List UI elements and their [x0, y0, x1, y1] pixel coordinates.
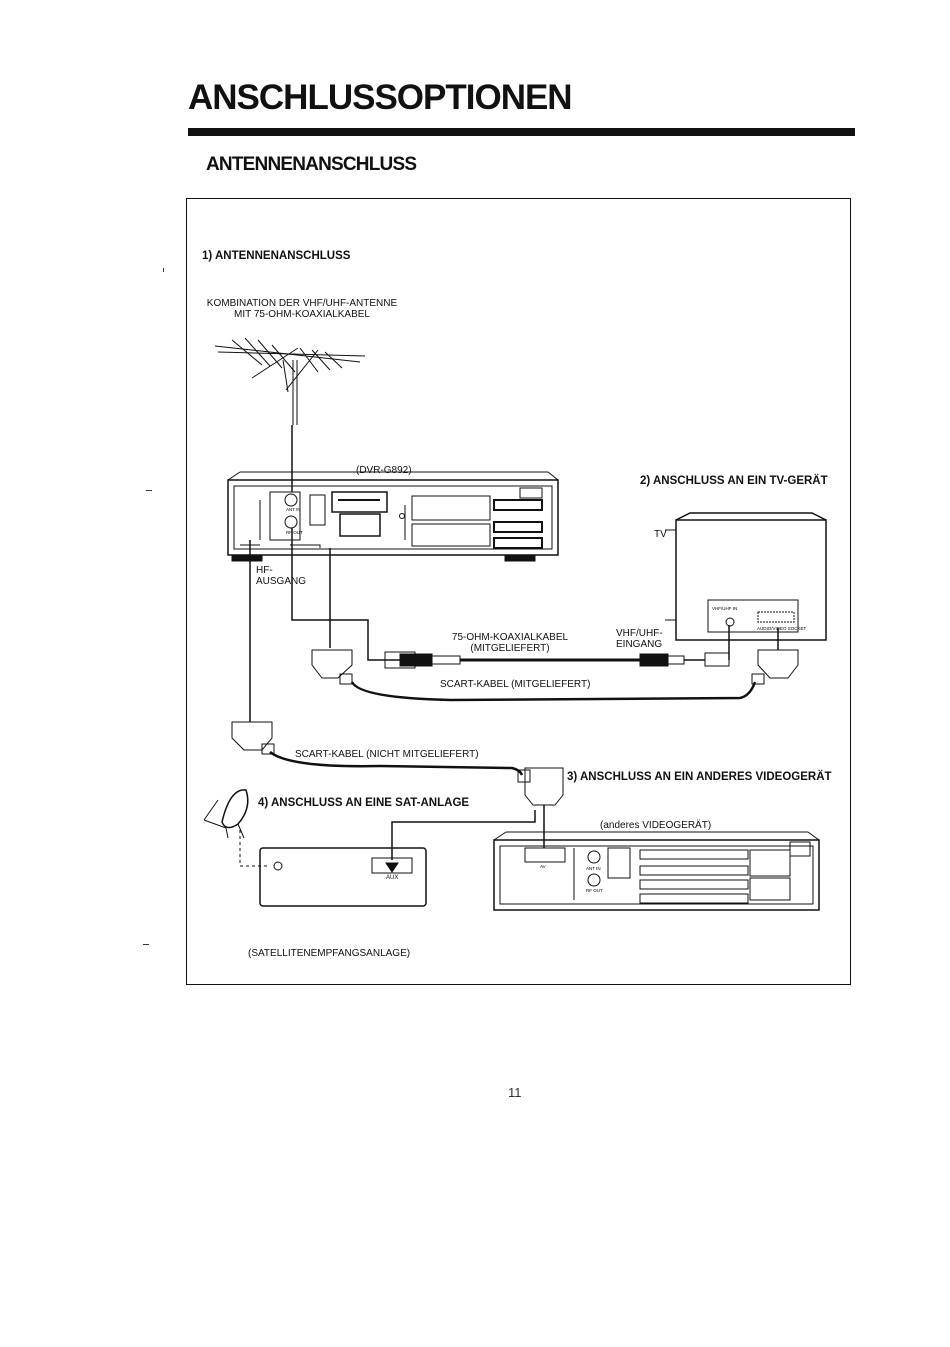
satellite-receiver — [259, 847, 427, 907]
coax-cable-line1: 75-OHM-KOAXIALKABEL — [451, 632, 569, 643]
vhf-input-label: VHF/UHF- EINGANG — [616, 628, 663, 650]
device-model-label: (DVR-G892) — [356, 465, 412, 476]
page-title: ANSCHLUSSOPTIONEN — [188, 78, 573, 117]
diagram-frame — [186, 198, 851, 985]
coax-cable-label: 75-OHM-KOAXIALKABEL (MITGELIEFERT) — [440, 632, 580, 654]
scan-speck — [163, 268, 164, 272]
scart-plug-icon — [311, 649, 353, 685]
hf-output-line2: AUSGANG — [256, 576, 307, 587]
vcr-jack-av: AV — [540, 864, 546, 869]
tv-jack-vhf-uhf-in: VHF/UHF IN — [712, 606, 737, 611]
step1-heading: 1) ANTENNENANSCHLUSS — [202, 250, 351, 262]
other-vcr-rear-panel — [493, 831, 820, 911]
scart-not-supplied-label: SCART-KABEL (NICHT MITGELIEFERT) — [295, 749, 479, 760]
antenna-caption-line1: KOMBINATION DER VHF/UHF-ANTENNE — [206, 298, 398, 309]
vhf-input-line1: VHF/UHF- — [616, 628, 663, 639]
hf-output-line1: HF- — [256, 565, 273, 576]
scart-plug-icon — [231, 721, 275, 755]
hf-output-label: HF- AUSGANG — [256, 565, 306, 587]
other-video-device-label: (anderes VIDEOGERÄT) — [600, 820, 712, 831]
section-heading: ANTENNENANSCHLUSS — [206, 154, 417, 175]
tv-set — [665, 512, 827, 641]
coax-cable-line2: (MITGELIEFERT) — [470, 643, 550, 654]
tv-label: TV — [654, 529, 667, 540]
satellite-dish-icon — [203, 789, 249, 839]
dvr-jack-ant-in: ANT IN — [286, 507, 301, 512]
scan-speck — [143, 944, 149, 945]
antenna-caption: KOMBINATION DER VHF/UHF-ANTENNE MIT 75-O… — [202, 298, 402, 320]
aux-label: AUX — [386, 875, 399, 881]
dvr-jack-rf-out: RF OUT — [286, 530, 303, 535]
scart-plug-icon — [751, 649, 799, 685]
coax-plug-icon — [384, 651, 461, 669]
vcr-jack-ant-in: ANT IN — [586, 866, 601, 871]
scan-speck — [146, 490, 152, 491]
step3-heading: 3) ANSCHLUSS AN EIN ANDERES VIDEOGERÄT — [567, 771, 832, 783]
page-number: 11 — [508, 1085, 522, 1100]
dvr-rear-panel — [227, 471, 559, 562]
vhf-input-line2: EINGANG — [616, 639, 663, 650]
antenna-caption-line2: MIT 75-OHM-KOAXIALKABEL — [234, 309, 370, 320]
vcr-jack-rf-out: RF OUT — [586, 888, 603, 893]
antenna-icon — [214, 337, 366, 425]
step2-heading: 2) ANSCHLUSS AN EIN TV-GERÄT — [640, 475, 828, 487]
title-rule — [188, 128, 855, 136]
step4-heading: 4) ANSCHLUSS AN EINE SAT-ANLAGE — [258, 797, 470, 809]
satellite-receiver-label: (SATELLITENEMPFANGSANLAGE) — [248, 948, 411, 959]
scart-supplied-label: SCART-KABEL (MITGELIEFERT) — [440, 679, 591, 690]
scart-plug-icon — [517, 767, 564, 806]
tv-jack-audio-video-socket: AUDIO/VIDEO SOCKET — [757, 626, 807, 631]
